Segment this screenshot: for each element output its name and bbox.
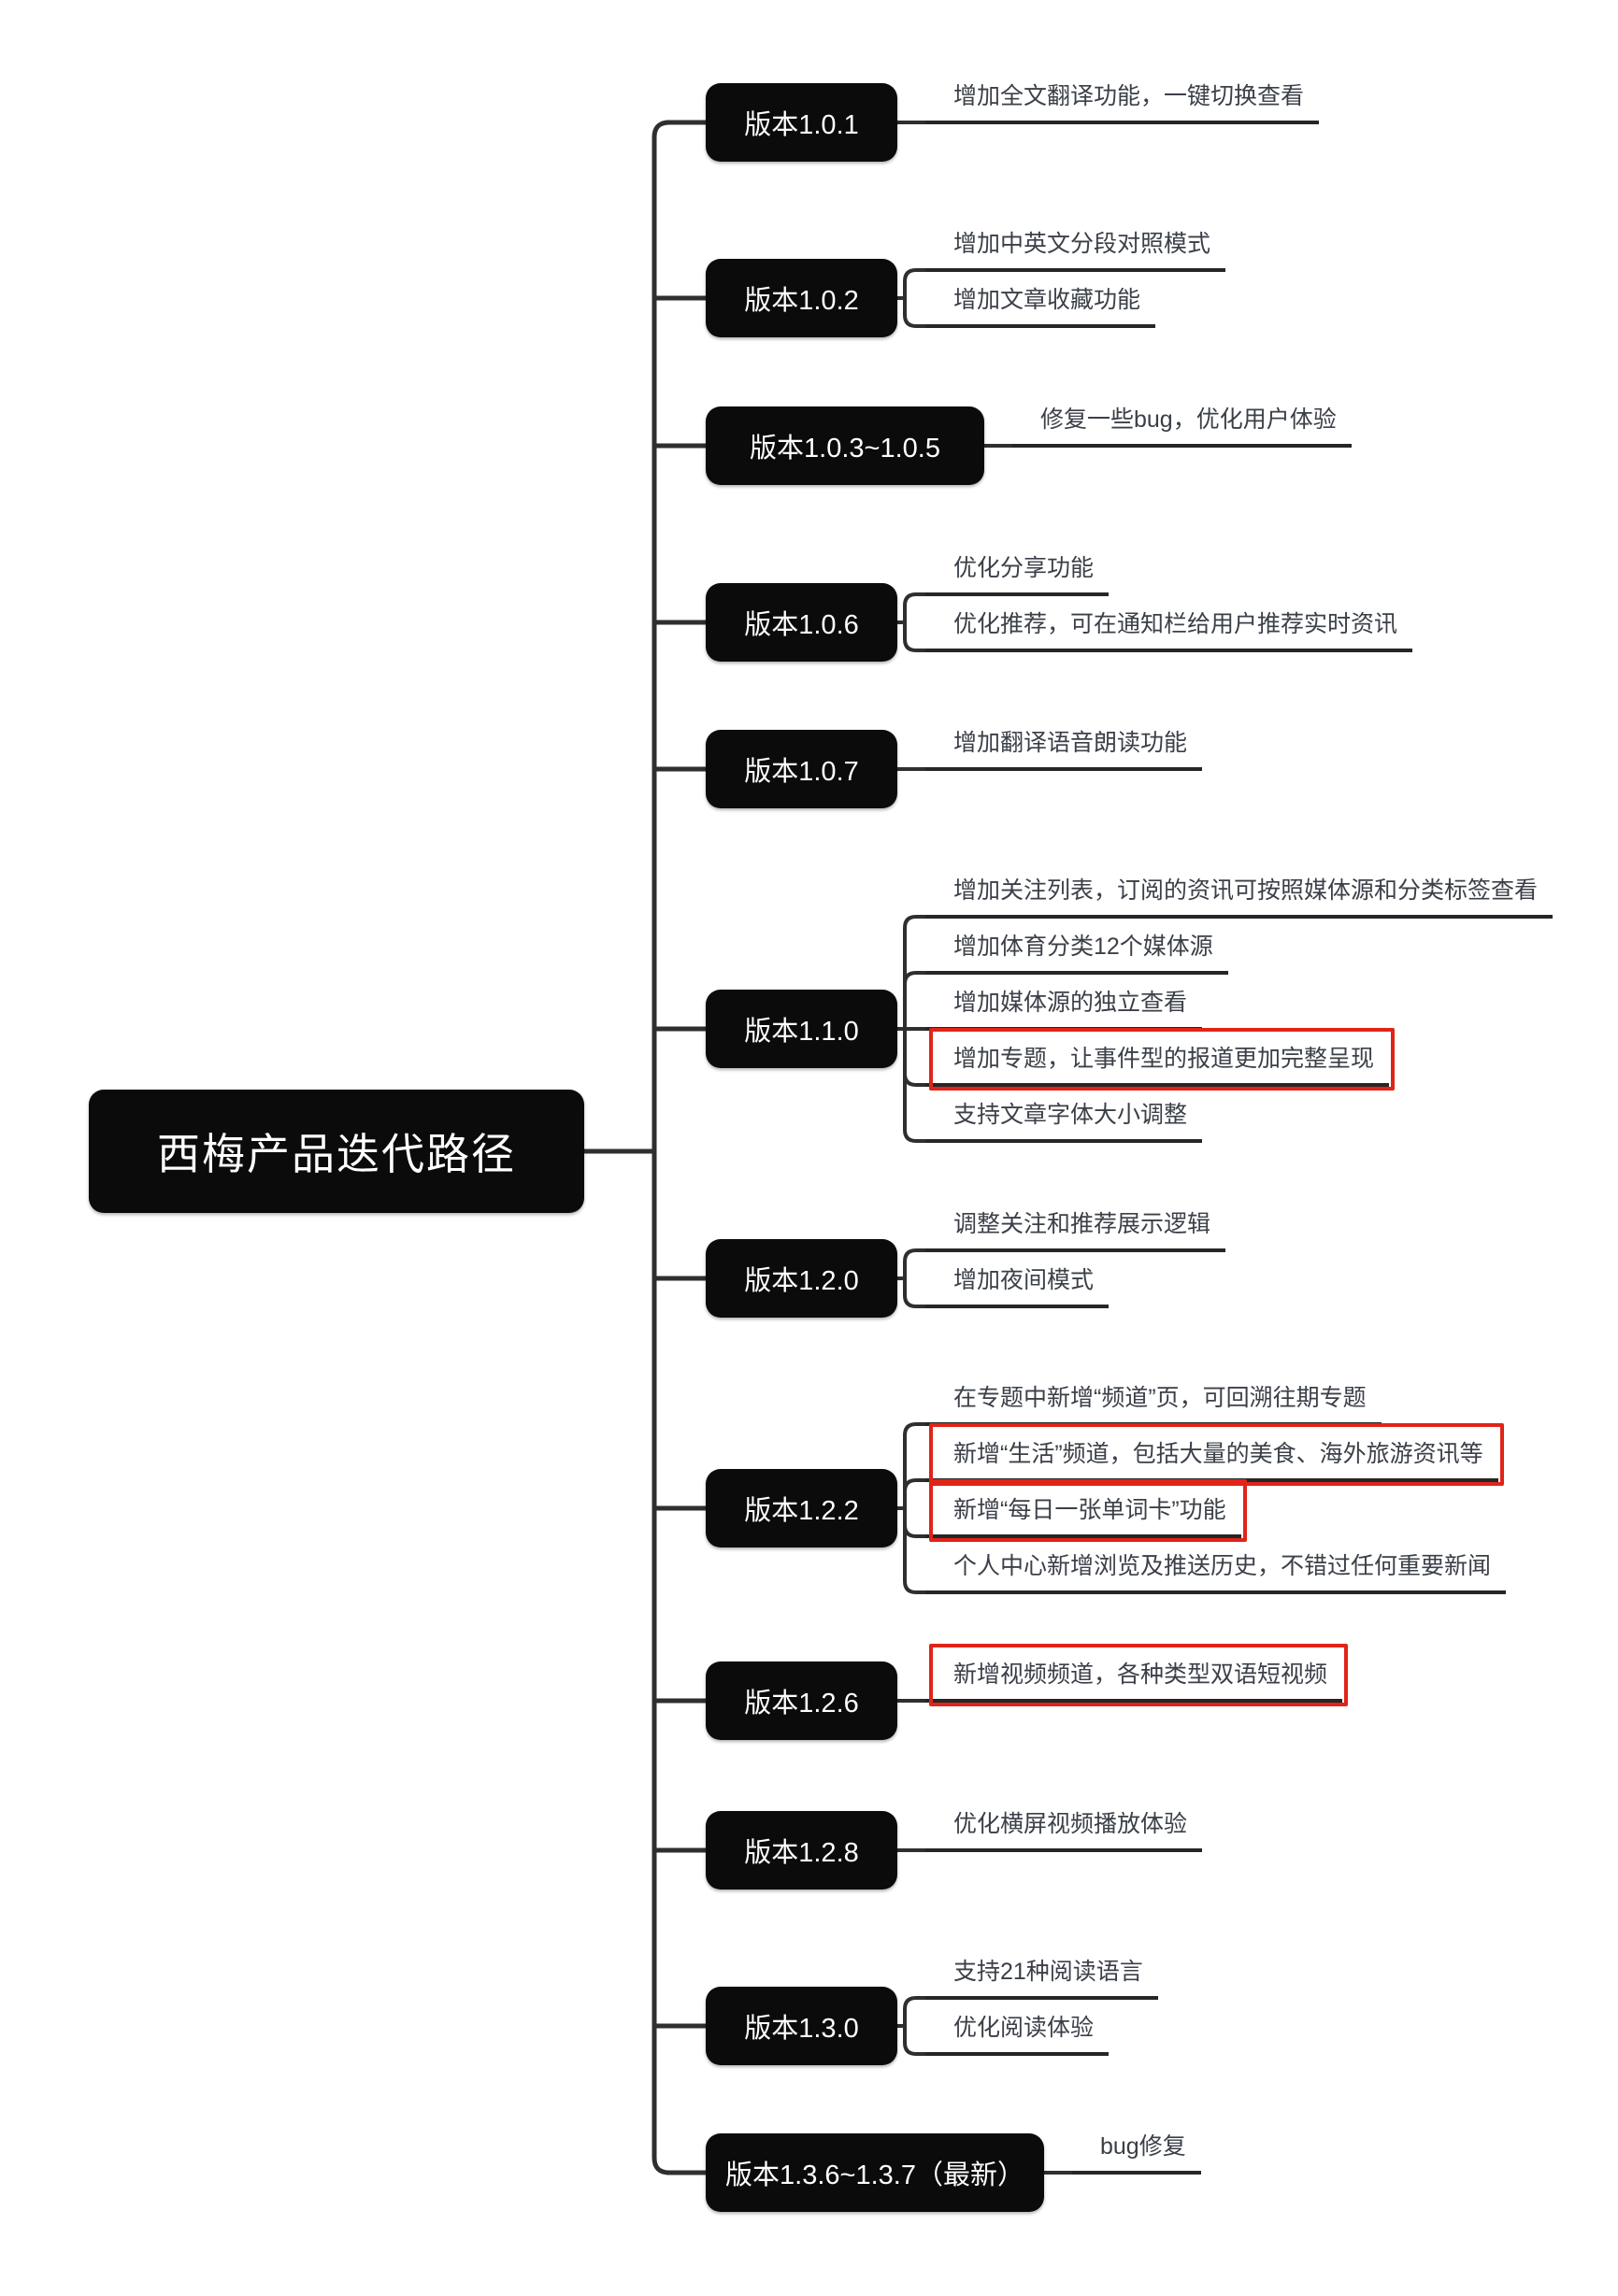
leaf-feature[interactable]: 增加关注列表，订阅的资讯可按照媒体源和分类标签查看 — [925, 875, 1554, 919]
connector-path — [903, 296, 933, 328]
leaf-feature[interactable]: 修复一些bug，优化用户体验 — [1012, 404, 1352, 448]
connector-path — [903, 1506, 933, 1594]
connector-path — [903, 1276, 933, 1308]
connector-path — [903, 268, 933, 300]
leaf-feature[interactable]: 优化推荐，可在通知栏给用户推荐实时资讯 — [925, 608, 1413, 652]
branch-version-node[interactable]: 版本1.0.7 — [706, 730, 897, 808]
branch-version-node[interactable]: 版本1.2.0 — [706, 1239, 897, 1318]
branch-version-node[interactable]: 版本1.2.2 — [706, 1469, 897, 1547]
connector-path — [903, 1248, 933, 1280]
branch-version-node[interactable]: 版本1.0.2 — [706, 259, 897, 337]
leaf-feature[interactable]: 调整关注和推荐展示逻辑 — [925, 1208, 1226, 1252]
branch-version-node[interactable]: 版本1.2.8 — [706, 1811, 897, 1890]
leaf-feature[interactable]: 增加中英文分段对照模式 — [925, 228, 1226, 272]
leaf-feature[interactable]: 优化阅读体验 — [925, 2012, 1110, 2056]
connector-path — [903, 971, 933, 1031]
branch-version-node[interactable]: 版本1.0.1 — [706, 83, 897, 162]
connector-path — [903, 592, 933, 624]
root-node[interactable]: 西梅产品迭代路径 — [89, 1090, 584, 1213]
branch-version-node[interactable]: 版本1.2.6 — [706, 1661, 897, 1740]
connector-path — [903, 1422, 933, 1510]
leaf-feature[interactable]: 增加媒体源的独立查看 — [925, 987, 1203, 1031]
branch-version-node[interactable]: 版本1.3.0 — [706, 1987, 897, 2065]
connector-path — [903, 1996, 933, 2028]
leaf-feature[interactable]: 优化横屏视频播放体验 — [925, 1808, 1203, 1852]
connector-path — [903, 1478, 933, 1510]
branch-version-node[interactable]: 版本1.3.6~1.3.7（最新） — [706, 2133, 1044, 2212]
leaf-feature[interactable]: 支持21种阅读语言 — [925, 1956, 1158, 2000]
leaf-feature[interactable]: 支持文章字体大小调整 — [925, 1099, 1203, 1143]
leaf-feature[interactable]: 增加夜间模式 — [925, 1264, 1110, 1308]
connector-path — [903, 620, 933, 652]
branch-version-node[interactable]: 版本1.0.3~1.0.5 — [706, 406, 984, 485]
leaf-feature[interactable]: 增加文章收藏功能 — [925, 284, 1156, 328]
connector-path — [651, 120, 672, 2175]
leaf-feature[interactable]: 在专题中新增“频道”页，可回溯往期专题 — [925, 1382, 1382, 1426]
leaf-feature[interactable]: bug修复 — [1072, 2131, 1201, 2175]
leaf-feature-highlighted[interactable]: 新增视频频道，各种类型双语短视频 — [925, 1644, 1349, 1706]
leaf-feature[interactable]: 个人中心新增浏览及推送历史，不错过任何重要新闻 — [925, 1550, 1507, 1594]
leaf-feature[interactable]: 优化分享功能 — [925, 552, 1110, 596]
connector-path — [903, 2024, 933, 2056]
leaf-feature-highlighted[interactable]: 新增“每日一张单词卡”功能 — [925, 1479, 1247, 1542]
connector-path — [903, 1027, 933, 1143]
connector-path — [903, 915, 933, 1031]
leaf-feature[interactable]: 增加翻译语音朗读功能 — [925, 727, 1203, 771]
leaf-feature-highlighted[interactable]: 增加专题，让事件型的报道更加完整呈现 — [925, 1028, 1396, 1091]
leaf-feature[interactable]: 增加体育分类12个媒体源 — [925, 931, 1228, 975]
leaf-feature[interactable]: 增加全文翻译功能，一键切换查看 — [925, 80, 1320, 124]
branch-version-node[interactable]: 版本1.0.6 — [706, 583, 897, 662]
branch-version-node[interactable]: 版本1.1.0 — [706, 990, 897, 1068]
leaf-feature-highlighted[interactable]: 新增“生活”频道，包括大量的美食、海外旅游资讯等 — [925, 1423, 1504, 1486]
